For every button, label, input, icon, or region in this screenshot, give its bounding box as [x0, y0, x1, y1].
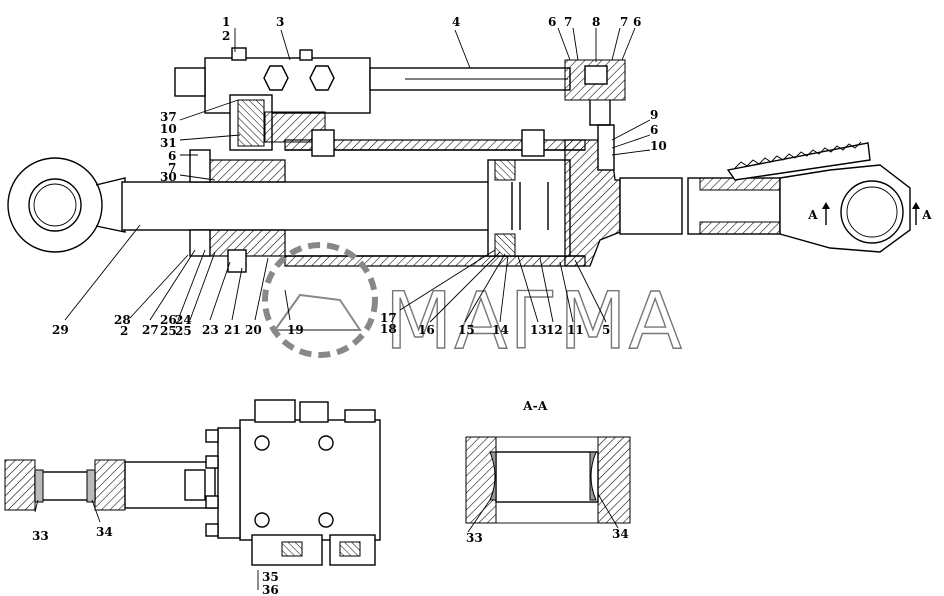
callout-33b: 33 — [466, 531, 483, 545]
connecting-tube — [369, 59, 626, 126]
callout-7b: 7 — [620, 15, 628, 29]
callout-25a: 25 — [160, 324, 177, 338]
callout-34a: 34 — [96, 525, 113, 539]
callout-6c: 6 — [650, 123, 658, 137]
callout-17: 17 — [380, 311, 397, 325]
callout-10b: 10 — [160, 122, 177, 136]
piston — [487, 159, 571, 257]
rear-tube — [619, 141, 911, 253]
section-marker-left: А — [808, 202, 830, 225]
callout-24: 24 — [175, 313, 192, 327]
callout-18: 18 — [380, 322, 397, 336]
callout-14: 14 — [492, 323, 509, 337]
callout-36: 36 — [262, 583, 279, 596]
callout-7c: 7 — [168, 161, 176, 175]
callout-2: 2 — [222, 29, 230, 43]
callout-3: 3 — [276, 15, 284, 29]
callout-30: 30 — [160, 170, 177, 184]
valve-block-plan-view: 35 36 — [205, 399, 381, 596]
callout-1: 1 — [222, 15, 230, 29]
callouts-top: 1 2 3 4 6 7 8 7 6 9 6 10 37 10 31 6 7 30… — [52, 15, 667, 338]
callout-33a: 33 — [32, 529, 49, 543]
callout-6a: 6 — [548, 15, 556, 29]
callout-2b: 2 — [120, 324, 128, 338]
callout-26: 26 — [160, 313, 177, 327]
callout-29: 29 — [52, 323, 69, 337]
callout-11: 11 — [567, 323, 584, 337]
callout-4: 4 — [452, 15, 460, 29]
front-gland — [189, 149, 286, 273]
callout-10a: 10 — [650, 139, 667, 153]
callout-34b: 34 — [612, 527, 629, 541]
section-a-a: А-А 33 34 — [465, 399, 631, 545]
leader-lines — [64, 27, 651, 323]
cylinder-assembly: А А — [7, 47, 932, 273]
section-marker-right: А — [912, 202, 932, 225]
rear-head — [564, 124, 621, 267]
callout-13: 13 — [530, 323, 547, 337]
section-title: А-А — [523, 399, 548, 413]
callout-21: 21 — [224, 323, 241, 337]
callout-37: 37 — [160, 110, 177, 124]
callout-15: 15 — [458, 323, 475, 337]
callout-35: 35 — [262, 570, 279, 584]
callout-27: 27 — [142, 323, 159, 337]
valve-block — [174, 47, 545, 157]
callout-5: 5 — [602, 323, 610, 337]
callout-6d: 6 — [168, 149, 176, 163]
callout-19: 19 — [287, 323, 304, 337]
callout-31: 31 — [160, 136, 177, 150]
callout-28: 28 — [114, 313, 131, 327]
callout-16: 16 — [418, 323, 435, 337]
callout-12: 12 — [546, 323, 563, 337]
callout-25b: 25 — [175, 324, 192, 338]
callout-8: 8 — [592, 15, 600, 29]
watermark-text: МАГМА — [385, 277, 684, 367]
callout-6b: 6 — [633, 15, 641, 29]
watermark-logo: МАГМА — [262, 242, 684, 368]
callout-7a: 7 — [564, 15, 572, 29]
callout-20: 20 — [245, 323, 262, 337]
lower-left-view: 33 34 — [4, 459, 216, 543]
svg-text:А: А — [808, 208, 818, 222]
callout-9: 9 — [650, 108, 658, 122]
rod-eye — [7, 157, 126, 253]
callout-23: 23 — [202, 323, 219, 337]
piston-rod — [121, 181, 491, 231]
svg-text:А: А — [922, 208, 932, 222]
